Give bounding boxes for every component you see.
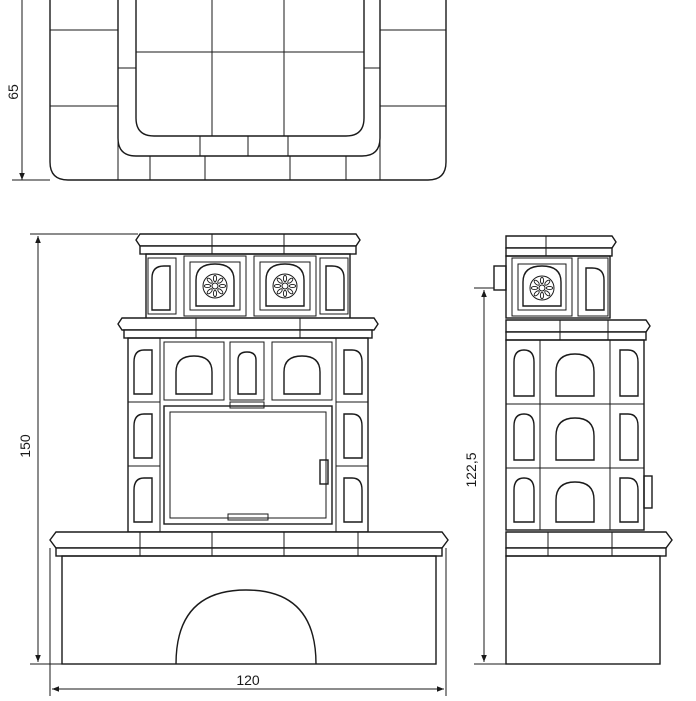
dim-side-height: 122,5 [463, 452, 479, 487]
rosette-petal [217, 288, 224, 295]
rosette-ornaments [203, 274, 554, 300]
rosette-petal [217, 277, 224, 284]
rosette-petal [533, 279, 540, 286]
rosette-petal [273, 283, 282, 289]
dim-top-depth: 65 [5, 84, 21, 100]
rosette-petal [206, 277, 213, 284]
rosette-petal [212, 274, 218, 283]
rosette-petal [539, 276, 545, 285]
rosette-petal [203, 283, 212, 289]
rosette-petal [288, 283, 297, 289]
rosette-petal [287, 288, 294, 295]
rosette-petal [276, 277, 283, 284]
dim-front-height: 150 [17, 434, 33, 458]
rosette-petal [545, 285, 554, 291]
side-view [474, 235, 673, 665]
rosette-petal [533, 290, 540, 297]
rosette-petal [276, 288, 283, 295]
rosette-petal [282, 289, 288, 298]
rosette-petal [530, 285, 539, 291]
rosette-petal [282, 274, 288, 283]
dim-front-width: 120 [236, 672, 260, 688]
rosette-petal [206, 288, 213, 295]
rosette-petal [287, 277, 294, 284]
rosette-petal [212, 289, 218, 298]
front-view [30, 233, 449, 696]
top-plan-view [12, 0, 447, 181]
rosette-petal [544, 290, 551, 297]
rosette-petal [218, 283, 227, 289]
rosette-petal [544, 279, 551, 286]
rosette-petal [539, 291, 545, 300]
